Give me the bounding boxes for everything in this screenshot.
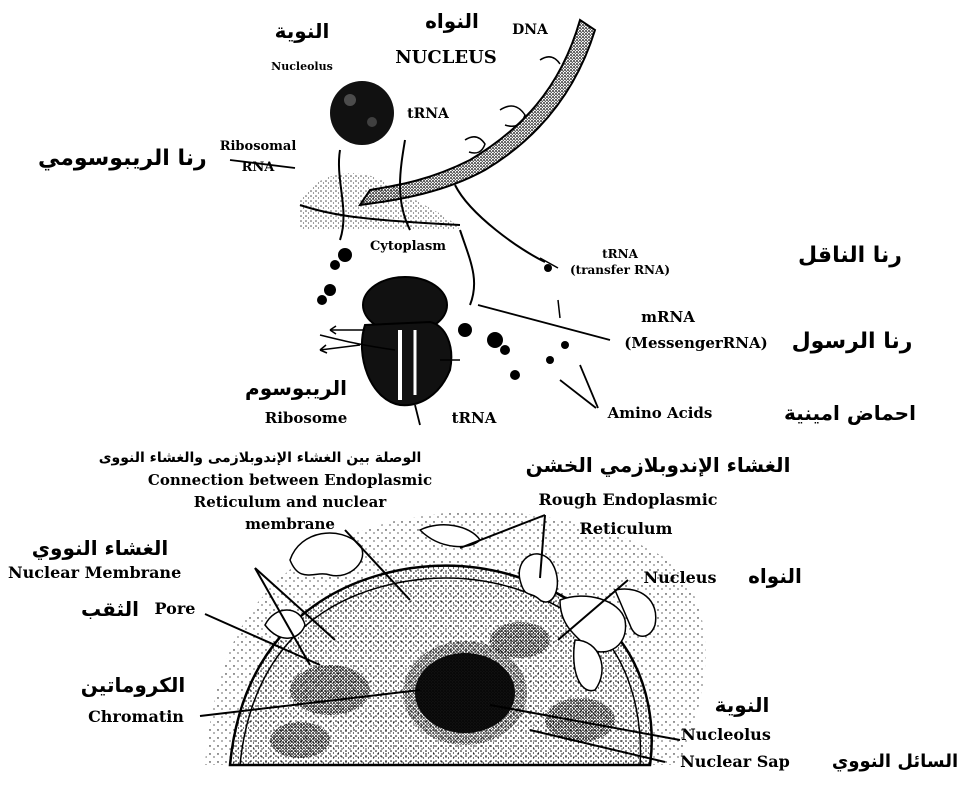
- label-nucleus-ar-top: النواه: [425, 9, 479, 33]
- label-chromatin-en: Chromatin: [88, 707, 184, 726]
- label-ribosomal-rna-ar: رنا الريبوسومي: [38, 146, 207, 171]
- label-nuclear-membrane-en: Nuclear Membrane: [8, 563, 181, 582]
- label-rer-ar: الغشاء الإندوبلازمي الخشن: [526, 453, 791, 478]
- label-trna-transfer-1: tRNA: [602, 247, 638, 261]
- label-ribosome-en: Ribosome: [265, 409, 348, 427]
- label-rer-en-2: Reticulum: [580, 519, 673, 538]
- label-trna-transfer-ar: رنا الناقل: [798, 243, 902, 268]
- label-dna: DNA: [512, 22, 549, 38]
- label-trna-top: tRNA: [407, 106, 450, 122]
- label-nucleus-en-top: NUCLEUS: [395, 47, 497, 68]
- label-mrna-en-1: mRNA: [641, 308, 695, 326]
- label-ribosomal-rna-en-2: RNA: [242, 160, 276, 175]
- label-ribosomal-rna-en-1: Ribosomal: [220, 139, 297, 154]
- nucleus-section: [205, 512, 706, 765]
- top-labels: النوية Nucleolus النواه NUCLEUS DNA tRNA…: [38, 9, 916, 427]
- label-trna-bottom: tRNA: [452, 409, 497, 427]
- label-cytoplasm: Cytoplasm: [370, 239, 446, 254]
- label-pore-en: Pore: [155, 599, 196, 618]
- label-pore-ar: الثقب: [81, 597, 139, 621]
- label-nuclear-sap-ar: السائل النووي: [832, 751, 958, 772]
- label-nucleolus-ar-top: النوية: [275, 19, 330, 43]
- label-connection-en-3: membrane: [245, 515, 335, 533]
- label-nucleolus-en: Nucleolus: [681, 725, 771, 744]
- label-connection-ar: الوصلة بين الغشاء الإندوبلازمى والغشاء ا…: [99, 450, 422, 466]
- label-nucleolus-ar: النوية: [715, 693, 770, 717]
- label-amino-acids-ar: احماض امينية: [784, 401, 916, 425]
- label-ribosome-ar: الريبوسوم: [245, 376, 347, 400]
- label-connection-en-2: Reticulum and nuclear: [194, 493, 388, 511]
- label-nucleus-en: Nucleus: [644, 568, 717, 587]
- label-mrna-ar: رنا الرسول: [792, 329, 913, 354]
- nucleolus-ball: [330, 81, 394, 145]
- label-amino-acids-en: Amino Acids: [607, 404, 713, 422]
- label-mrna-en-2: (MessengerRNA): [624, 334, 767, 352]
- label-nucleus-ar: النواه: [748, 564, 802, 588]
- label-nuclear-membrane-ar: الغشاء النووي: [32, 536, 169, 561]
- label-rer-en-1: Rough Endoplasmic: [538, 490, 717, 509]
- label-chromatin-ar: الكروماتين: [81, 673, 185, 697]
- label-nucleolus-en-top: Nucleolus: [271, 60, 333, 73]
- label-connection-en-1: Connection between Endoplasmic: [148, 471, 432, 489]
- label-trna-transfer-2: (transfer RNA): [570, 263, 670, 277]
- label-nuclear-sap-en: Nuclear Sap: [680, 752, 790, 771]
